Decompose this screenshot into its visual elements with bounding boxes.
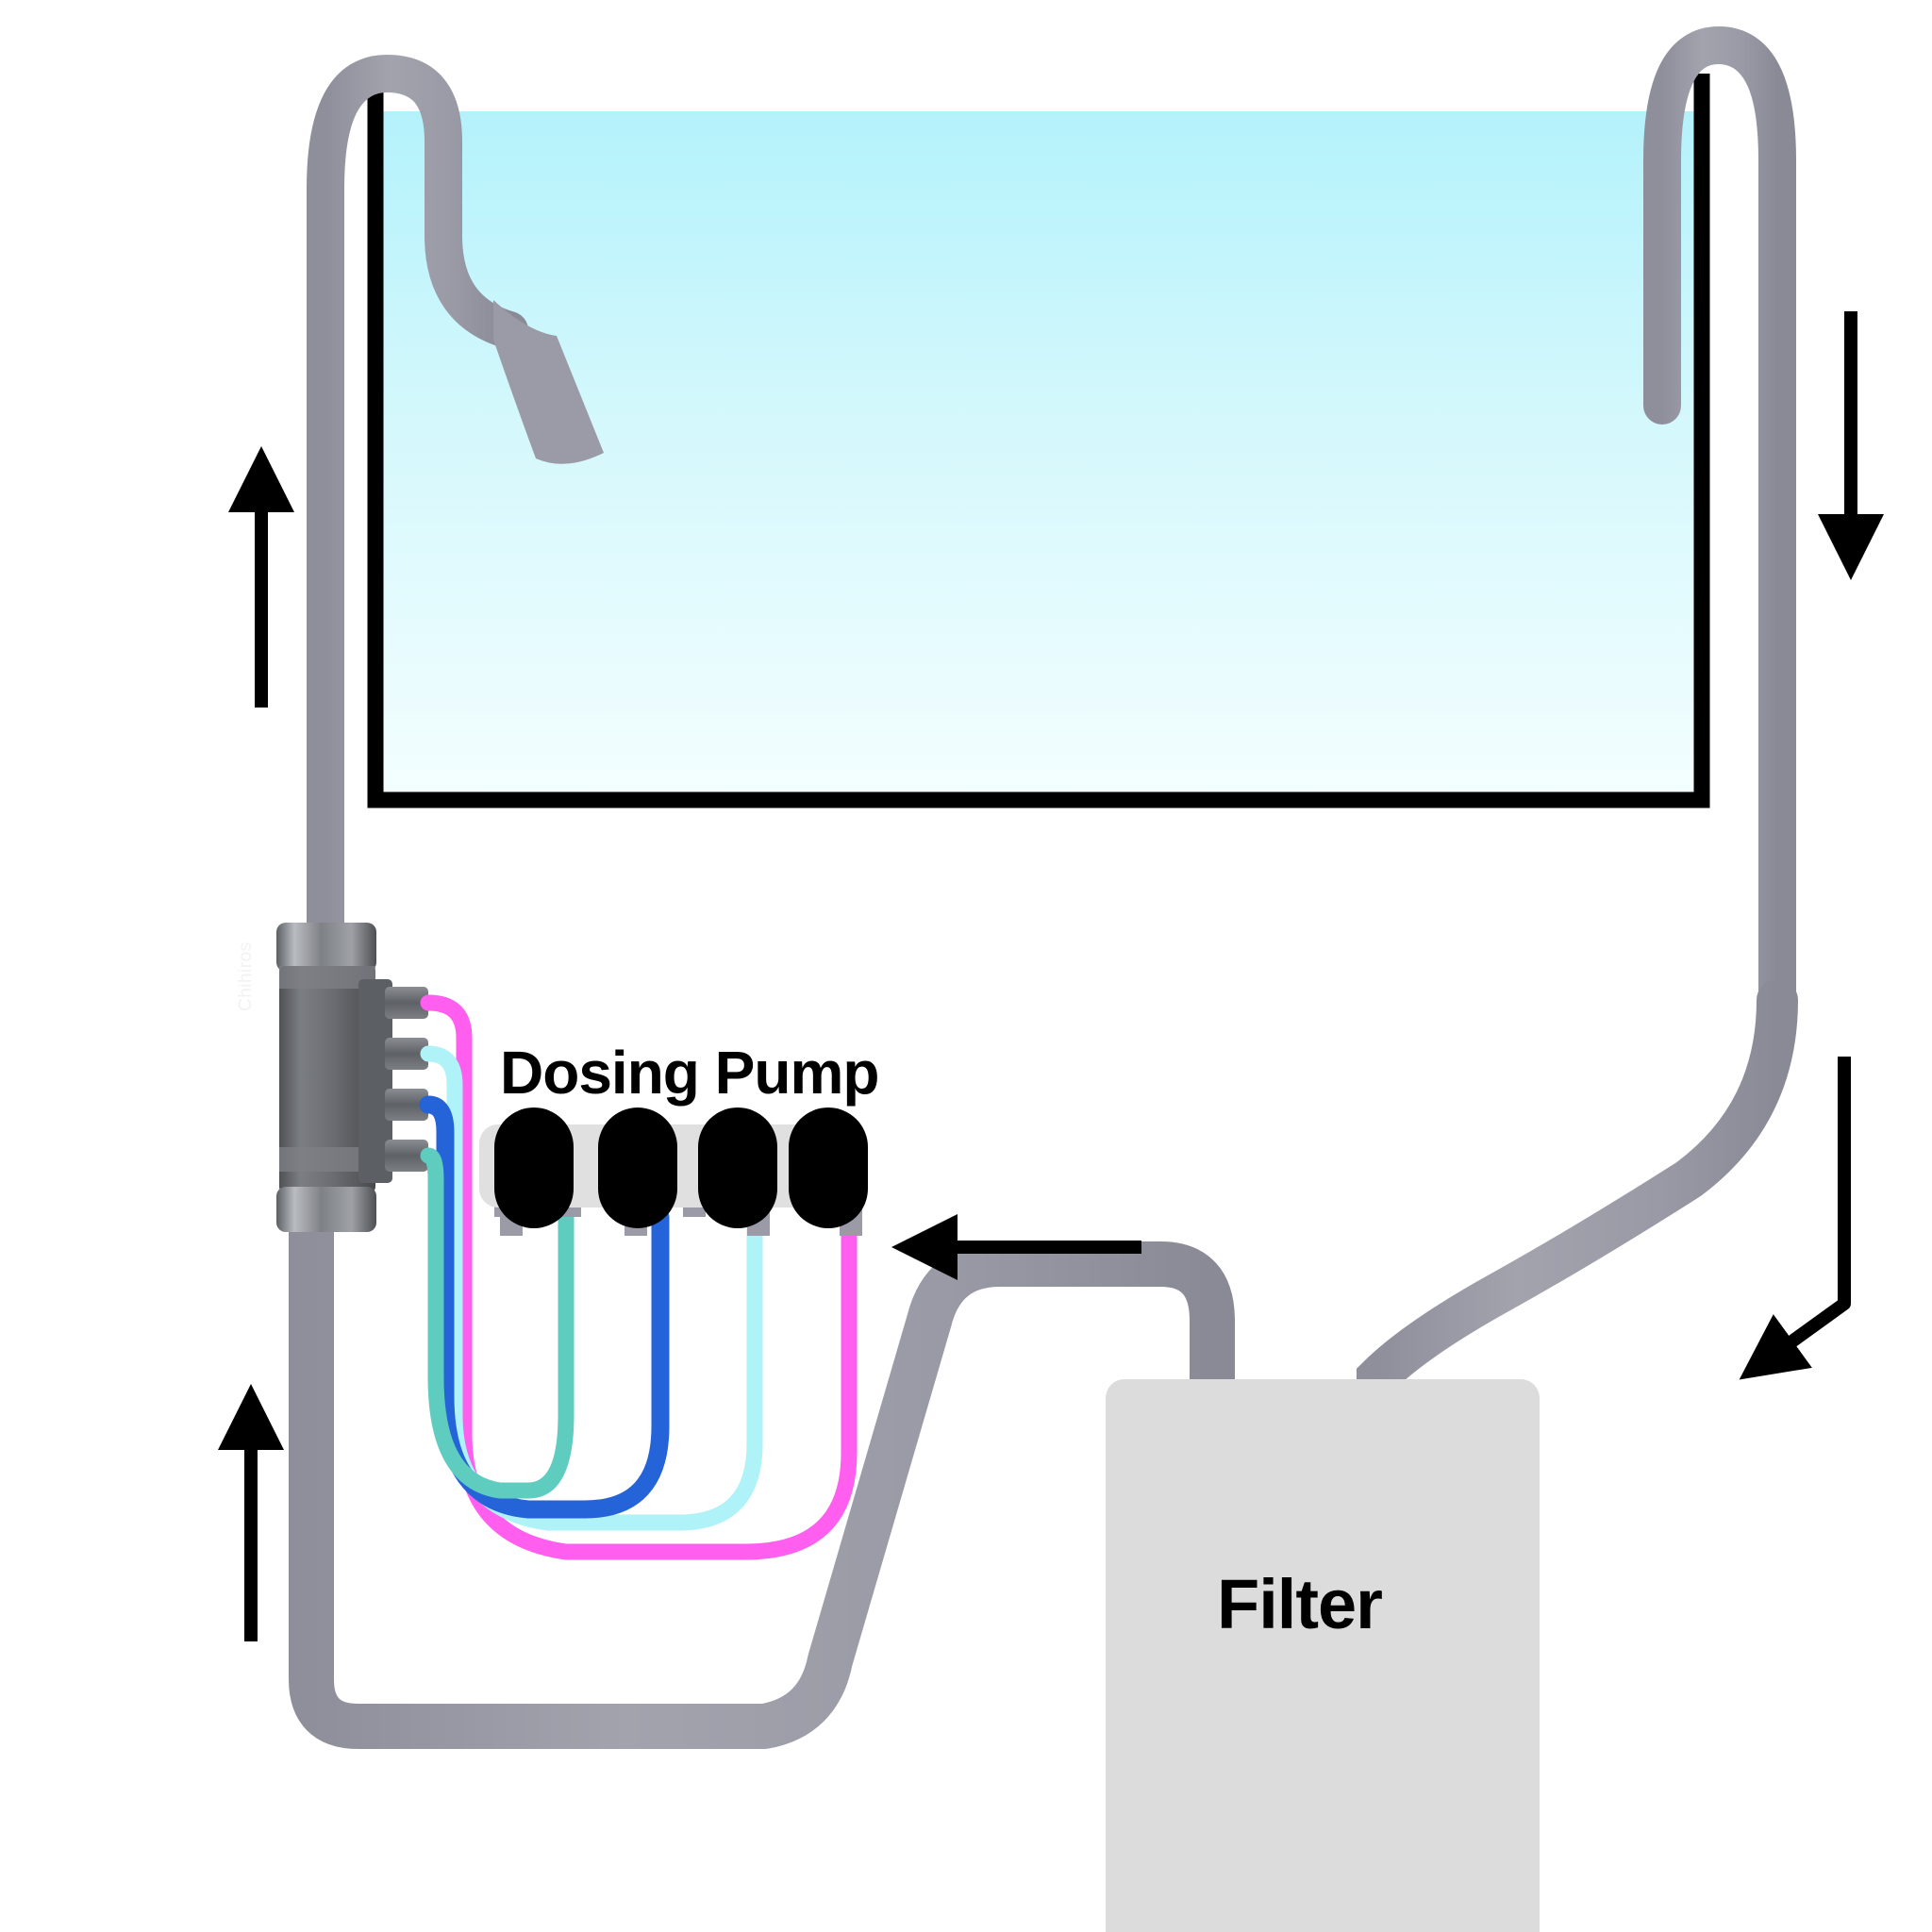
device-port-4-nut[interactable] xyxy=(385,1140,428,1172)
device-port-3-nut[interactable] xyxy=(385,1089,428,1121)
filter-unit[interactable] xyxy=(1106,1379,1540,1932)
tank-outline xyxy=(367,74,1710,808)
filter-outlet-hose xyxy=(289,1194,1235,1749)
device-port-2-nut[interactable] xyxy=(385,1038,428,1070)
filter-inlet-hose xyxy=(1357,979,1798,1407)
flow-arrows xyxy=(218,311,1884,1641)
device-bottom-nut xyxy=(276,1187,376,1232)
pump-head-3 xyxy=(698,1108,777,1228)
pump-head-2 xyxy=(598,1108,677,1228)
pump-head-1 xyxy=(494,1108,574,1228)
magenta-dosing-line xyxy=(420,994,858,1560)
teal-dosing-line xyxy=(420,1147,575,1499)
dosing-pump-label: Dosing Pump xyxy=(500,1039,879,1107)
intake-pipe xyxy=(1643,25,1796,1019)
blue-dosing-line xyxy=(419,1095,670,1519)
device-port-block xyxy=(358,979,392,1183)
device-body xyxy=(279,966,375,1192)
filter-label: Filter xyxy=(1217,1565,1383,1643)
pump-head-4 xyxy=(789,1108,868,1228)
lily-pipe-outflow xyxy=(307,54,604,962)
lily-pipe-flare xyxy=(493,300,604,464)
filter-body xyxy=(1106,1379,1540,1932)
device-top-nut xyxy=(276,923,376,972)
dosing-pump-heads[interactable] xyxy=(494,1108,868,1228)
device-port-1-nut[interactable] xyxy=(385,987,428,1019)
chihiros-inline-device[interactable] xyxy=(276,923,428,1232)
chihiros-brand-label: Chihiros xyxy=(236,941,256,1011)
dosing-pump-unit[interactable] xyxy=(479,1108,868,1228)
intake-to-filter-bent-arrow xyxy=(1739,1057,1851,1380)
